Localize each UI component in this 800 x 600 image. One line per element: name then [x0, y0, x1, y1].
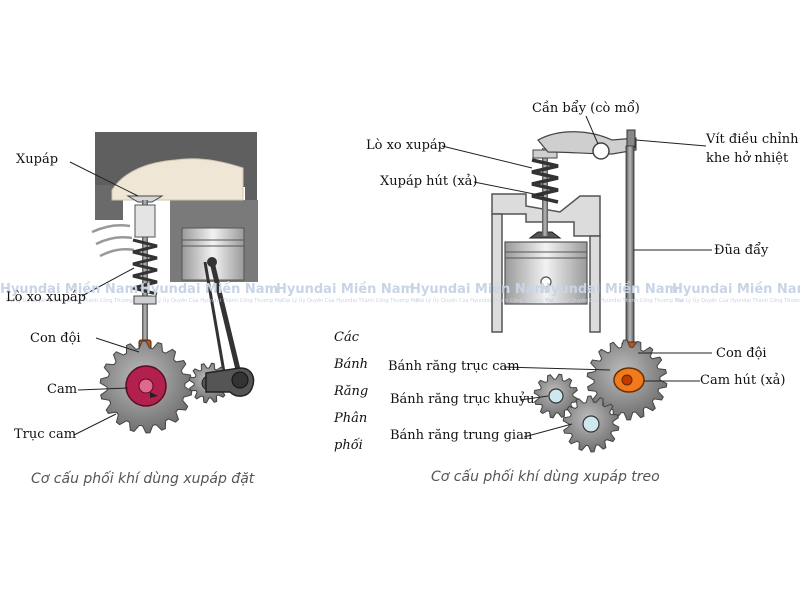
- label-can-bay: Cần bẩy (cò mổ): [532, 101, 640, 116]
- side-word-1: Các: [334, 330, 359, 345]
- watermark-tagline-3: Đại Lý Ủy Quyền Của Hyundai Thành Công T…: [282, 298, 420, 304]
- right-rocker-arm: [537, 131, 637, 155]
- label-truc-cam: Trục cam: [14, 427, 77, 442]
- watermark-5: Hyundai Miền Nam: [540, 282, 679, 297]
- label-cam-hut: Cam hút (xả): [700, 373, 786, 388]
- right-spring-retainer: [532, 149, 558, 159]
- label-con-doi-left: Con đội: [30, 331, 81, 346]
- left-port-lines: [91, 224, 135, 258]
- left-combustion-chamber: [111, 158, 244, 201]
- label-vit-line2: khe hở nhiệt: [706, 151, 789, 166]
- watermark-4: Hyundai Miền Nam: [410, 282, 549, 297]
- left-valve-guide: [134, 204, 156, 238]
- label-lo-xo-right: Lò xo xupáp: [366, 138, 446, 153]
- watermark-tagline-4: Đại Lý Ủy Quyền Của Hyundai Thành Công T…: [416, 298, 554, 304]
- label-xupap-left: Xupáp: [16, 152, 59, 167]
- leader-truc-cam: [73, 413, 117, 436]
- right-push-rod: [625, 145, 635, 355]
- side-word-5: phối: [334, 438, 363, 453]
- label-dua-day: Đũa đẩy: [714, 243, 769, 258]
- label-lo-xo-left: Lò xo xupáp: [6, 290, 86, 305]
- label-cam-left: Cam: [47, 382, 78, 397]
- right-rocker-pivot: [592, 142, 610, 160]
- label-con-doi-right: Con đội: [716, 346, 767, 361]
- leader-lo-xo-left: [81, 267, 135, 297]
- side-word-4: Phân: [334, 411, 368, 426]
- watermark-2: Hyundai Miền Nam: [140, 282, 279, 297]
- watermark-1: Hyundai Miền Nam: [0, 282, 139, 297]
- caption-left: Cơ cấu phối khí dùng xupáp đặt: [31, 471, 255, 487]
- right-piston-pin: [540, 276, 552, 288]
- leader-can-bay: [585, 115, 599, 145]
- watermark-3: Hyundai Miền Nam: [276, 282, 415, 297]
- watermark-tagline-1: Đại Lý Ủy Quyền Của Hyundai Thành Công T…: [6, 298, 144, 304]
- leader-banh-rang-truc-cam: [503, 366, 611, 371]
- label-banh-rang-truc-khuyu: Bánh răng trục khuỷu: [390, 392, 535, 407]
- leader-banh-rang-trung-gian: [523, 423, 573, 438]
- side-word-3: Răng: [334, 384, 369, 399]
- right-adjusting-screw: [626, 129, 636, 149]
- leader-cam-left: [77, 387, 129, 391]
- label-banh-rang-trung-gian: Bánh răng trung gian: [390, 428, 533, 443]
- left-valve-head: [126, 195, 164, 203]
- watermark-tagline-2: Đại Lý Ủy Quyền Của Hyundai Thành Công T…: [146, 298, 284, 304]
- watermark-tagline-6: Đại Lý Ủy Quyền Của Hyundai Thành Công T…: [676, 298, 800, 304]
- left-connecting-rod: [209, 261, 243, 379]
- left-spring-retainer: [133, 295, 157, 305]
- label-vit-line1: Vít điều chỉnh: [706, 132, 799, 147]
- leader-lo-xo-right: [441, 145, 533, 169]
- left-piston: [181, 227, 245, 281]
- left-valve-stem: [142, 200, 148, 340]
- right-diagram: [491, 129, 668, 453]
- right-cylinder-wall-left: [491, 213, 503, 333]
- side-word-2: Bánh: [334, 357, 369, 372]
- label-banh-rang-truc-cam: Bánh răng trục cam: [388, 359, 520, 374]
- leader-vit: [635, 139, 707, 147]
- leader-xupap-hut: [473, 181, 545, 197]
- watermark-6: Hyundai Miền Nam: [672, 282, 800, 297]
- leader-xupap: [69, 161, 139, 197]
- caption-right: Cơ cấu phối khí dùng xupáp treo: [431, 469, 660, 485]
- left-valve-spring: [132, 238, 158, 296]
- right-cylinder-wall-right: [589, 235, 601, 333]
- leader-con-doi-left: [95, 337, 140, 353]
- label-xupap-hut: Xupáp hút (xả): [380, 174, 478, 189]
- right-valve-spring: [531, 158, 559, 204]
- left-diagram: [91, 132, 258, 434]
- leader-banh-rang-truc-khuyu: [519, 395, 549, 401]
- leader-lines: [69, 115, 712, 438]
- watermark-tagline-5: Đại Lý Ủy Quyền Của Hyundai Thành Công T…: [546, 298, 684, 304]
